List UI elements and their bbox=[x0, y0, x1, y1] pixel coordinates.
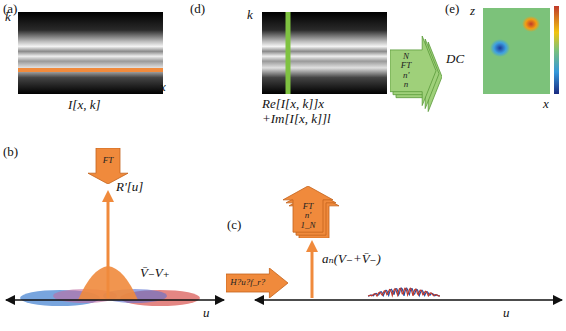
operator-text: n' bbox=[403, 71, 409, 80]
arrow-block: NFTn'n bbox=[390, 36, 442, 112]
math-label: aₙ(V₋+V̄₋) bbox=[322, 252, 381, 266]
operator-text: N bbox=[403, 52, 409, 61]
operator-text: FT bbox=[103, 156, 114, 165]
math-label: z bbox=[470, 4, 475, 18]
panel-letter: (d) bbox=[190, 2, 205, 16]
math-label: x bbox=[160, 80, 166, 94]
operator-text: n bbox=[404, 80, 409, 89]
oscillation-stroke bbox=[368, 288, 440, 296]
oscillation-stroke bbox=[368, 288, 440, 296]
math-label: I[x, k] bbox=[68, 98, 101, 112]
math-label: +Im[I[x, k]]l bbox=[262, 112, 331, 126]
arrow-text-area: NFTn'n bbox=[390, 36, 436, 106]
math-label: R'[u] bbox=[116, 180, 143, 194]
arrow-outline bbox=[88, 148, 128, 184]
math-label: V̄₋V₊ bbox=[140, 266, 170, 280]
arrow-text-area: FTn'1_N bbox=[283, 186, 333, 232]
operator-text: H?u?f_r? bbox=[230, 278, 265, 287]
operator-text: FT bbox=[303, 202, 314, 211]
panel-letter: (b) bbox=[3, 145, 18, 159]
arrow-block: FT bbox=[88, 148, 128, 184]
math-label: DC bbox=[446, 52, 464, 66]
panel-letter: (e) bbox=[445, 2, 459, 16]
arrow-outline bbox=[283, 186, 333, 232]
arrow-text-area: FT bbox=[88, 148, 128, 184]
operator-text: 1_N bbox=[300, 221, 315, 230]
math-label: u bbox=[203, 306, 210, 320]
operator-text: FT bbox=[401, 61, 412, 70]
arrow-shape bbox=[88, 148, 128, 184]
math-label: Re[I[x, k]]x bbox=[262, 97, 324, 111]
math-label: x bbox=[543, 97, 549, 111]
math-label: k bbox=[247, 8, 253, 22]
arrow-block: H?u?f_r? bbox=[226, 268, 288, 298]
panel-letter: (c) bbox=[227, 218, 241, 232]
math-label: k bbox=[5, 10, 11, 24]
operator-text: n' bbox=[305, 211, 311, 220]
arrow-shape bbox=[390, 36, 442, 112]
arrow-block: FTn'1_N bbox=[283, 186, 339, 238]
math-label: u bbox=[503, 306, 510, 320]
arrow-text-area: H?u?f_r? bbox=[226, 268, 288, 298]
arrow-outline bbox=[390, 36, 436, 106]
arrow-outline bbox=[226, 268, 288, 298]
